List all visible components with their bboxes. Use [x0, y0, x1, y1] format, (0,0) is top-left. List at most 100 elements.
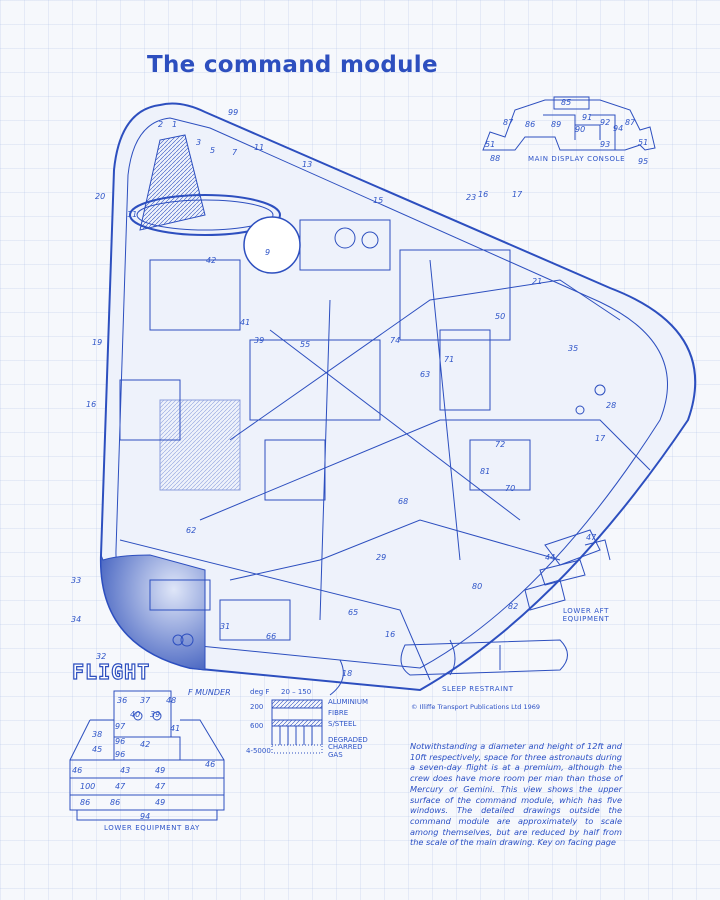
callout-number: 21	[532, 277, 543, 286]
callout-number: 2	[158, 120, 164, 129]
console-number: 85	[561, 98, 572, 107]
tank	[243, 216, 301, 274]
aft-number: 82	[508, 602, 519, 611]
callout-number: 71	[444, 355, 455, 364]
equipment-bay-number: 39	[150, 710, 161, 719]
lower-equipment-bay-caption: LOWER EQUIPMENT BAY	[104, 824, 200, 832]
lower-aft-equipment-drawing	[524, 529, 611, 611]
console-number: 87	[625, 118, 636, 127]
console-number: 95	[638, 157, 649, 166]
heat-shield-section	[271, 659, 344, 754]
callout-number: 31	[220, 622, 231, 631]
temp-600: 600	[250, 722, 264, 730]
callout-number: 41	[240, 318, 251, 327]
equipment-bay-number: 41	[170, 724, 181, 733]
callout-number: 33	[71, 576, 82, 585]
equipment-bay-number: 37	[140, 696, 151, 705]
console-number: 94	[613, 124, 624, 133]
callout-number: 81	[480, 467, 491, 476]
callout-number: 70	[505, 484, 516, 493]
temp-200: 200	[250, 703, 264, 711]
equipment-bay-number: 47	[115, 782, 126, 791]
module-inner-shell	[115, 117, 668, 669]
callout-number: 35	[568, 344, 579, 353]
callout-number: 39	[254, 336, 265, 345]
heat-shield-aft	[100, 554, 206, 671]
equipment-bay-number: 96	[115, 737, 126, 746]
equipment-bay-number: 86	[110, 798, 121, 807]
sleep-restraint-drawing	[400, 639, 568, 676]
docking-tunnel	[139, 134, 206, 231]
equipment-bay-number: 46	[72, 766, 83, 775]
callout-number: 68	[398, 497, 409, 506]
callout-number: 63	[420, 370, 431, 379]
equipment-bay-number: 43	[120, 766, 131, 775]
equipment-bay-number: 49	[155, 798, 166, 807]
console-number: 51	[485, 140, 496, 149]
page-title: The command module	[147, 52, 438, 78]
main-display-console-drawing	[482, 96, 656, 151]
callout-number: 16	[86, 400, 97, 409]
callout-number: 72	[495, 440, 506, 449]
equipment-bay-number: 40	[130, 710, 141, 719]
callout-number: 3	[196, 138, 202, 147]
callout-number: 34	[71, 615, 82, 624]
callout-number: 16	[478, 190, 489, 199]
console-number: 93	[600, 140, 611, 149]
temp-4-5000: 4-5000	[246, 747, 271, 755]
console-number: 88	[490, 154, 501, 163]
equipment-bay-number: 49	[155, 766, 166, 775]
callout-number: 13	[302, 160, 313, 169]
callout-number: 65	[348, 608, 359, 617]
copyright: © Illiffe Transport Publications Ltd 196…	[411, 703, 541, 711]
main-display-console-caption: MAIN DISPLAY CONSOLE	[528, 155, 626, 163]
callout-number: 74	[390, 336, 401, 345]
equipment-bay-number: 47	[155, 782, 166, 791]
callout-number: 42	[206, 256, 217, 265]
equipment-bay-number: 42	[140, 740, 151, 749]
equipment-bay-number: 96	[115, 750, 126, 759]
callout-number: 16	[385, 630, 396, 639]
aft-number: 47	[586, 533, 597, 542]
layer-aluminium: ALUMINIUM	[328, 698, 369, 706]
equipment-bay-number: 46	[205, 760, 216, 769]
callout-number: 29	[376, 553, 387, 562]
callout-number: 80	[472, 582, 483, 591]
heat-shield-callout: 18	[342, 669, 353, 678]
callout-number: 17	[595, 434, 606, 443]
layer-gas: GAS	[328, 751, 343, 759]
lower-equipment-bay-drawing	[69, 690, 225, 821]
callout-number: 62	[186, 526, 197, 535]
callout-number: 5	[210, 146, 216, 155]
description-paragraph: Notwithstanding a diameter and height of…	[410, 741, 622, 848]
console-number: 89	[551, 120, 562, 129]
callout-number: 32	[96, 652, 107, 661]
callout-number: 11	[254, 143, 265, 152]
sleep-restraint-caption: SLEEP RESTRAINT	[442, 685, 514, 693]
temp-header: deg F	[250, 688, 270, 696]
equipment-bay-number: 45	[92, 745, 103, 754]
lower-aft-equipment-caption: LOWER AFT EQUIPMENT	[562, 607, 610, 623]
aft-number: 44	[545, 553, 556, 562]
equipment-bay-number: 86	[80, 798, 91, 807]
callout-number: 1	[172, 120, 178, 129]
console-number: 87	[503, 118, 514, 127]
callout-number: 11	[127, 210, 138, 219]
callout-number: 23	[466, 193, 477, 202]
layer-fibre: FIBRE	[328, 709, 349, 717]
artist-signature: F MUNDER	[188, 688, 231, 697]
temp-top: 20 – 150	[281, 688, 312, 696]
callout-number: 50	[495, 312, 506, 321]
console-number: 51	[638, 138, 649, 147]
equipment-bay-number: 36	[117, 696, 128, 705]
equipment-bay-number: 48	[166, 696, 177, 705]
flight-logo: FLIGHT	[71, 659, 151, 684]
callout-number: 99	[228, 108, 239, 117]
equipment-bay-number: 97	[115, 722, 126, 731]
console-number: 92	[600, 118, 611, 127]
callout-number: 19	[92, 338, 103, 347]
console-number: 91	[582, 113, 593, 122]
callout-number: 15	[373, 196, 384, 205]
callout-number: 28	[606, 401, 617, 410]
